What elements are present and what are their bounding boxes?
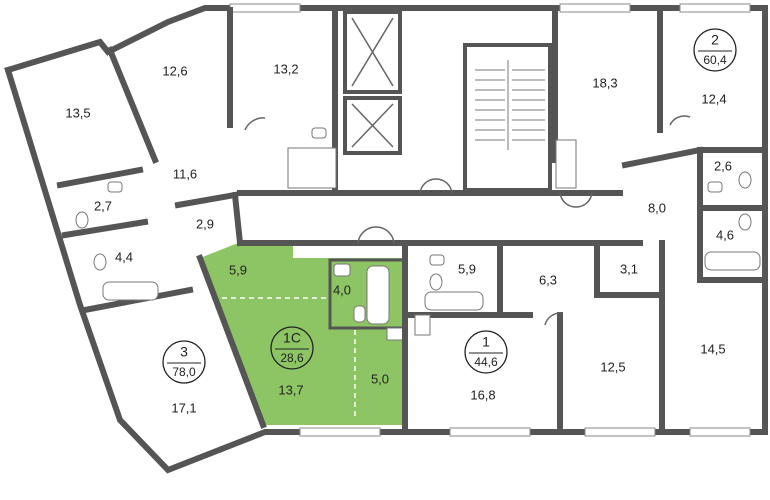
toilet-icon [93,253,107,271]
svg-text:2: 2 [711,32,719,48]
svg-text:1С: 1С [283,330,301,346]
elevator-shaft [343,10,402,94]
bathtub-icon [704,251,761,271]
svg-text:1: 1 [482,334,490,350]
room-area: 5,0 [371,371,389,386]
room-area: 4,6 [716,227,734,242]
room-area: 8,0 [648,200,666,215]
window [449,427,531,437]
wall [174,191,239,209]
toilet-icon [738,171,752,189]
room-area: 13,5 [65,105,90,120]
kitchen-counter [414,314,431,336]
sink-icon [333,263,351,277]
stair-steps [475,60,545,150]
window [229,3,301,13]
window [679,3,751,13]
room-area: 17,1 [171,400,196,415]
window [559,3,631,13]
wall [56,166,144,189]
room-area: 2,7 [94,198,112,213]
room-area: 11,6 [173,166,197,181]
toilet-icon [353,305,366,323]
room-area: 4,0 [333,282,351,297]
door[interactable] [357,226,395,244]
svg-text:78,0: 78,0 [172,365,196,379]
bathtub-icon [102,281,159,301]
wall [106,46,159,164]
room-area: 2,9 [196,216,214,231]
kitchen-counter [287,147,337,189]
room-area: 3,1 [620,261,638,276]
room-area: 6,3 [539,272,557,287]
room-area: 14,5 [700,341,725,356]
bathtub-icon [366,265,390,325]
apartment-1c-highlight[interactable] [200,243,405,425]
elevator-cross [351,103,394,148]
door[interactable] [669,115,691,126]
room-area: 12,4 [701,91,726,106]
door[interactable] [419,178,453,194]
apartment-badge-2[interactable]: 2 60,4 [693,28,737,72]
room-area: 13,7 [278,382,303,397]
svg-text:44,6: 44,6 [474,355,498,369]
apartment-badge-3[interactable]: 3 78,0 [162,340,206,384]
door[interactable] [559,192,593,208]
room-area: 16,8 [470,387,495,402]
toilet-icon [738,213,752,231]
svg-text:60,4: 60,4 [703,53,727,67]
door[interactable] [544,312,562,326]
elevator-cross [351,17,394,87]
room-area: 4,4 [115,249,133,264]
kitchen-counter [555,139,577,189]
room-area: 12,5 [600,359,625,374]
sink-icon [707,181,723,193]
room-area: 12,6 [162,63,187,78]
toilet-icon [429,273,443,291]
wall [231,191,244,247]
sink-icon [429,254,445,266]
window [689,427,751,437]
bathtub-icon [424,291,484,311]
wall [61,218,149,239]
sink-icon [311,127,327,139]
door[interactable] [244,117,266,131]
wall [621,146,704,169]
room-area: 18,3 [592,75,617,90]
svg-text:3: 3 [180,344,188,360]
room-area: 5,9 [229,262,247,277]
window [584,427,656,437]
window [299,427,381,437]
room-area: 13,2 [273,61,298,76]
svg-text:28,6: 28,6 [280,351,304,365]
sink-icon [107,181,123,193]
apartment-badge-1[interactable]: 1 44,6 [464,330,508,374]
toilet-icon [75,211,89,229]
wall [196,254,267,429]
apartment-badge-1c[interactable]: 1С 28,6 [270,326,314,370]
room-area: 5,9 [458,261,476,276]
room-area: 2,6 [714,158,732,173]
